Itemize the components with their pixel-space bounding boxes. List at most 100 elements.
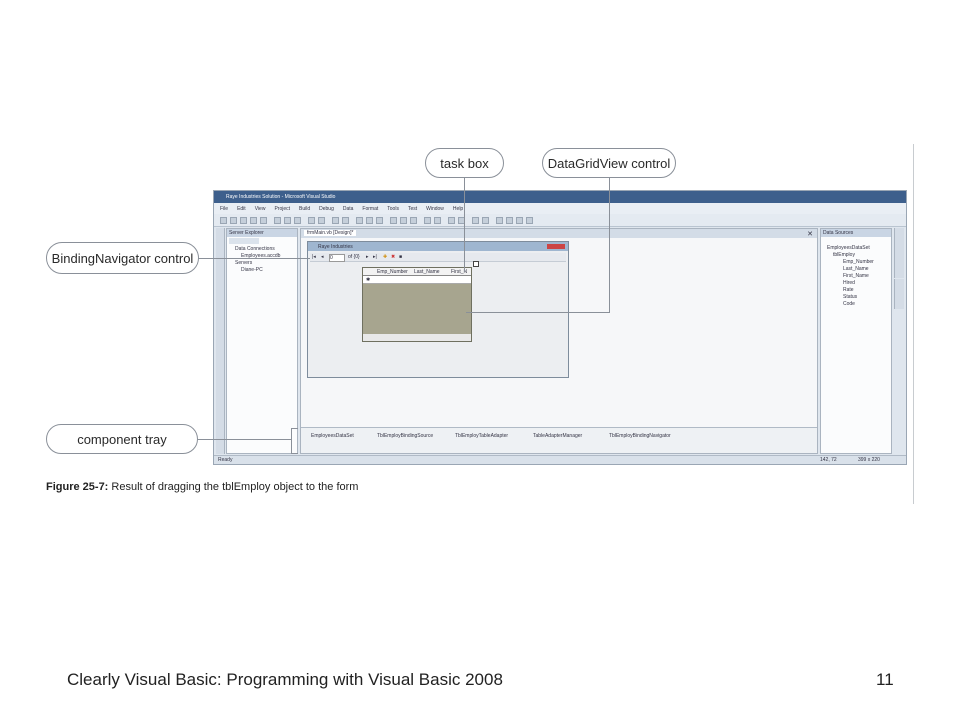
status-bar: Ready 142, 72 399 x 220 [214,455,906,464]
tree-servers[interactable]: Servers [235,260,253,266]
binding-navigator-leader-line [197,258,310,259]
toolbox-icon[interactable] [410,217,417,224]
position-textbox[interactable]: 0 [329,254,345,262]
solution-explorer-icon[interactable] [390,217,397,224]
field-rate[interactable]: Rate [843,287,854,293]
menu-file[interactable]: File [220,205,229,212]
format-icon[interactable] [448,217,455,224]
server-explorer-toolbar [229,238,259,244]
properties-side-tab[interactable] [894,279,904,309]
redo-icon[interactable] [318,217,325,224]
bring-front-icon[interactable] [506,217,513,224]
status-ready: Ready [218,457,233,463]
close-document-icon[interactable]: ✕ [807,231,813,238]
center-icon[interactable] [434,217,441,224]
tray-binding-navigator[interactable]: TblEmployBindingNavigator [609,433,671,439]
field-status[interactable]: Status [843,294,858,300]
datagridview-leader-vertical [609,177,610,313]
grid-column-last-name[interactable]: Last_Name [414,269,440,275]
copy-icon[interactable] [284,217,291,224]
datagridview[interactable]: Emp_Number Last_Name First_N ✱ [362,261,479,342]
data-sources-header: Data Sources [821,229,891,237]
undo-icon[interactable] [308,217,315,224]
tab-order-icon[interactable] [472,217,479,224]
figure-edge-rule [913,144,914,504]
grid-column-first-name[interactable]: First_N [451,269,468,275]
server-explorer-title: Server Explorer [229,230,264,236]
save-icon[interactable] [250,217,257,224]
spacing-icon[interactable] [376,217,383,224]
tray-table-adapter-manager[interactable]: TableAdapterManager [533,433,583,439]
new-project-icon[interactable] [220,217,227,224]
add-new-icon[interactable]: ✚ [383,254,388,260]
ide-toolbar [214,214,906,227]
tray-table-adapter[interactable]: TblEmployTableAdapter [455,433,509,439]
figure-caption: Figure 25-7: Result of dragging the tblE… [46,481,358,493]
figure-caption-label: Figure 25-7: [46,481,109,493]
menu-window[interactable]: Window [426,205,444,212]
field-hired[interactable]: Hired [843,280,855,286]
save-data-icon[interactable]: ■ [399,254,403,260]
component-tray-bracket [291,428,298,454]
delete-icon[interactable]: ✖ [391,254,396,260]
move-next-icon[interactable]: ▸ [366,254,369,260]
tree-diane-pc[interactable]: Diane-PC [241,267,263,273]
grid-column-emp-number[interactable]: Emp_Number [377,269,408,275]
datagridview-leader-horizontal [466,312,610,313]
lock-icon[interactable] [482,217,489,224]
menu-edit[interactable]: Edit [237,205,246,212]
task-box-leader-line [464,177,465,272]
add-item-icon[interactable] [230,217,237,224]
form-designer-window[interactable]: Raye Industries |◂ ◂ 0 of {0} ▸ ▸| ✚ ✖ ■… [307,241,569,378]
menu-tools[interactable]: Tools [387,205,399,212]
layout-icon[interactable] [424,217,431,224]
move-last-icon[interactable]: ▸| [373,254,377,260]
open-icon[interactable] [240,217,247,224]
form-title-bar: Raye Industries [308,242,568,251]
send-back-icon[interactable] [516,217,523,224]
size-icon[interactable] [366,217,373,224]
menu-test[interactable]: Test [407,205,418,212]
snap-icon[interactable] [526,217,533,224]
save-all-icon[interactable] [260,217,267,224]
field-code[interactable]: Code [843,301,855,307]
solution-explorer-side-tab[interactable] [894,228,904,278]
paste-icon[interactable] [294,217,301,224]
tree-tblemploy[interactable]: tblEmploy [833,252,855,258]
grid-header-row: Emp_Number Last_Name First_N [363,268,471,276]
properties-icon[interactable] [400,217,407,224]
menu-view[interactable]: View [254,205,266,212]
tray-binding-source[interactable]: TblEmployBindingSource [377,433,434,439]
find-icon[interactable] [342,217,349,224]
server-explorer-panel: Server Explorer Data Connections Employe… [226,228,298,454]
tree-employees-dataset[interactable]: EmployeesDataSet [827,245,870,251]
cut-icon[interactable] [274,217,281,224]
tray-employees-dataset[interactable]: EmployeesDataSet [311,433,354,439]
menu-format[interactable]: Format [362,205,379,212]
move-first-icon[interactable]: |◂ [312,254,316,260]
align-icon[interactable] [356,217,363,224]
move-previous-icon[interactable]: ◂ [321,254,324,260]
tree-employees-accdb[interactable]: Employees.accdb [241,253,281,259]
grid-horizontal-scrollbar[interactable] [363,334,471,341]
tab-frmmain-design[interactable]: frmMain.vb [Design]* [304,230,357,236]
menu-project[interactable]: Project [274,205,290,212]
start-debug-icon[interactable] [332,217,339,224]
window-controls-icon[interactable] [547,244,565,249]
field-emp-number[interactable]: Emp_Number [843,259,874,265]
field-last-name[interactable]: Last_Name [843,266,869,272]
menu-build[interactable]: Build [299,205,311,212]
tree-data-connections[interactable]: Data Connections [235,246,275,252]
server-explorer-header: Server Explorer [227,229,297,237]
callout-datagridview: DataGridView control [542,148,676,178]
field-first-name[interactable]: First_Name [843,273,869,279]
menu-debug[interactable]: Debug [319,205,334,212]
smart-tag-task-box-icon[interactable] [473,261,479,267]
designer-area: frmMain.vb [Design]* ✕ Raye Industries |… [300,228,818,454]
grid-new-row[interactable]: ✱ [363,276,471,284]
toolbox-side-tab[interactable] [216,228,225,454]
menu-help[interactable]: Help [452,205,464,212]
menu-data[interactable]: Data [342,205,354,212]
ide-menu-bar: File Edit View Project Build Debug Data … [214,203,906,214]
grid-icon[interactable] [496,217,503,224]
